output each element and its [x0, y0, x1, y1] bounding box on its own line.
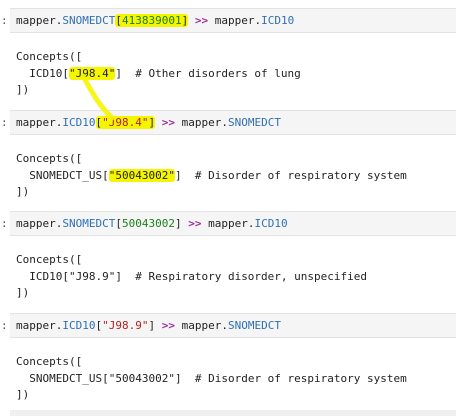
code-operator: >> — [161, 319, 175, 332]
code-token: . — [247, 217, 255, 230]
cell-output-1: Concepts([ ICD10["J98.4"] # Other disord… — [16, 49, 301, 99]
code-token: [ — [115, 217, 122, 230]
output-comment: ] # Disorder of respiratory system — [174, 371, 407, 385]
code-token: . — [55, 116, 63, 129]
output-line: SNOMEDCT_US[ — [29, 371, 109, 385]
output-key: "J98.4" — [69, 66, 116, 80]
code-token: mapper — [181, 116, 222, 129]
code-token: [ — [95, 116, 103, 129]
code-token-key: "J98.9" — [102, 319, 149, 332]
code-token-key: 50043002 — [121, 217, 175, 230]
code-operator: >> — [194, 14, 209, 27]
code-input-1[interactable]: mapper.SNOMEDCT[413839001] >> mapper.ICD… — [10, 8, 456, 33]
code-token: ] — [148, 319, 156, 332]
cell-prompt: : — [1, 116, 8, 129]
code-token: ICD10 — [261, 14, 295, 27]
output-comment: ] # Respiratory disorder, unspecified — [115, 269, 368, 283]
code-token: [ — [115, 14, 122, 27]
output-line: ]) — [16, 286, 30, 299]
cell-prompt: : — [1, 217, 8, 230]
output-line: ]) — [16, 185, 30, 198]
code-token: . — [55, 14, 63, 27]
output-line: Concepts([ — [16, 50, 83, 63]
code-token: ] — [148, 116, 156, 129]
code-token: ICD10 — [62, 116, 96, 129]
code-token: mapper — [181, 319, 222, 332]
code-input-4[interactable]: mapper.ICD10["J98.9"] >> mapper.SNOMEDCT — [10, 313, 456, 338]
code-token: mapper — [16, 14, 56, 27]
code-operator: >> — [161, 116, 175, 129]
code-token: mapper — [16, 217, 56, 230]
cell-output-2: Concepts([ SNOMEDCT_US["50043002"] # Dis… — [16, 151, 407, 201]
code-token: mapper — [16, 116, 56, 129]
code-token: . — [55, 217, 63, 230]
code-token-key: "J98.4" — [102, 116, 149, 129]
code-token: mapper — [16, 319, 56, 332]
code-token: ] — [181, 14, 189, 27]
code-token: [ — [95, 319, 103, 332]
output-key: "50043002" — [108, 168, 175, 182]
output-comment: ] # Other disorders of lung — [115, 66, 301, 80]
code-token: SNOMEDCT — [227, 116, 281, 129]
output-line: SNOMEDCT_US[ — [29, 168, 109, 182]
code-token: . — [221, 116, 228, 129]
code-input-3[interactable]: mapper.SNOMEDCT[50043002] >> mapper.ICD1… — [10, 211, 456, 236]
code-token: ICD10 — [254, 217, 288, 230]
code-token-key: 413839001 — [121, 14, 182, 27]
cell-prompt: : — [1, 14, 8, 27]
code-token: SNOMEDCT — [62, 217, 116, 230]
output-line: Concepts([ — [16, 152, 83, 165]
code-token: ] — [174, 217, 182, 230]
code-token: ICD10 — [62, 319, 96, 332]
code-token: . — [55, 319, 63, 332]
code-token: . — [221, 319, 228, 332]
code-token: SNOMEDCT — [227, 319, 281, 332]
output-key: "50043002" — [108, 371, 175, 385]
cell-output-3: Concepts([ ICD10["J98.9"] # Respiratory … — [16, 252, 367, 302]
code-token: mapper — [208, 217, 248, 230]
cell-output-4: Concepts([ SNOMEDCT_US["50043002"] # Dis… — [16, 354, 407, 404]
output-key: "J98.9" — [69, 269, 116, 283]
output-line: ICD10[ — [29, 269, 69, 283]
output-comment: ] # Disorder of respiratory system — [174, 168, 407, 182]
code-operator: >> — [188, 217, 202, 230]
output-line: ]) — [16, 83, 30, 96]
output-line: ICD10[ — [29, 66, 69, 80]
code-token: . — [254, 14, 262, 27]
output-line: ]) — [16, 388, 30, 401]
code-token: mapper — [214, 14, 255, 27]
horizontal-scrollbar[interactable] — [10, 410, 456, 416]
output-line: Concepts([ — [16, 355, 83, 368]
code-token: SNOMEDCT — [62, 14, 116, 27]
code-input-2[interactable]: mapper.ICD10["J98.4"] >> mapper.SNOMEDCT — [10, 110, 456, 135]
cell-prompt: : — [1, 319, 8, 332]
output-line: Concepts([ — [16, 253, 83, 266]
